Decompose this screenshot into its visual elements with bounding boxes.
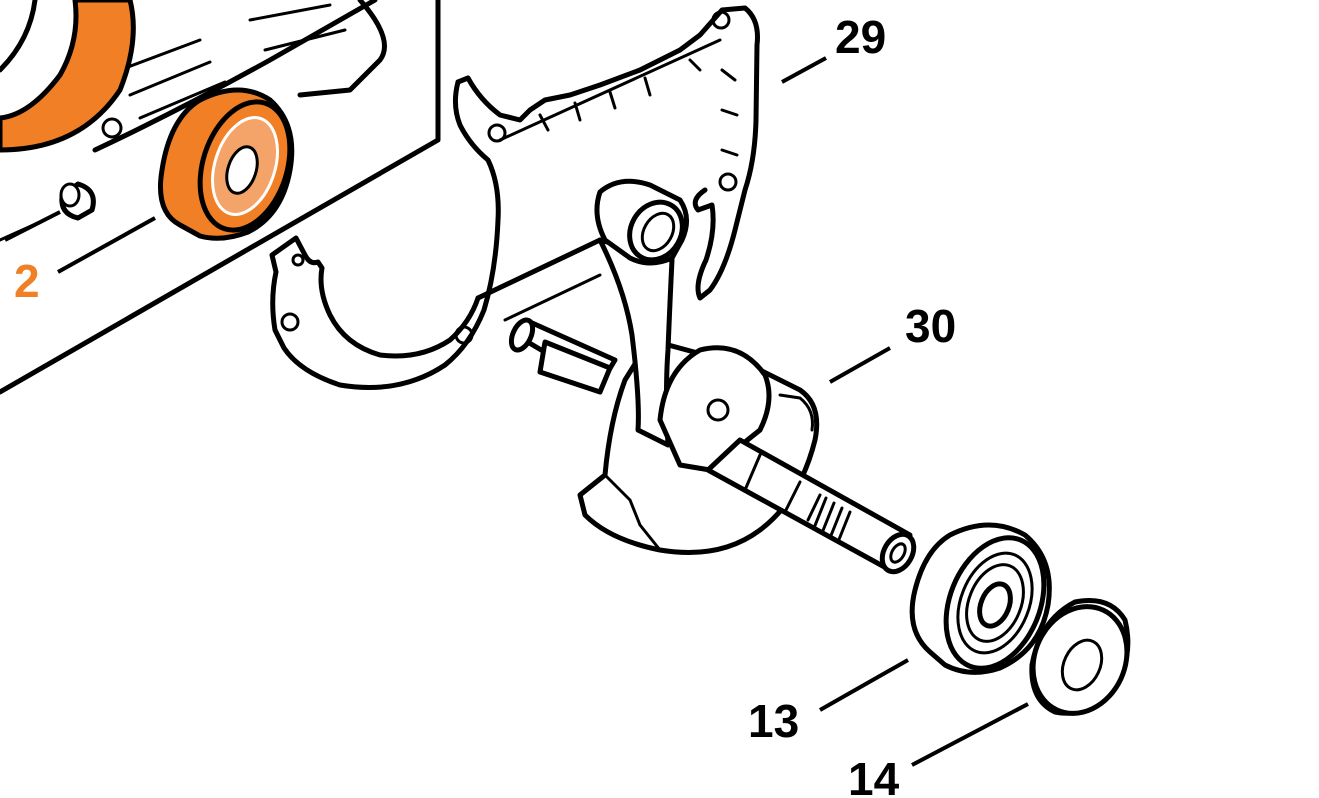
callout-13: 13 [748,695,799,747]
callout-labels: 2 29 30 13 14 [14,11,956,798]
callout-2: 2 [14,255,40,307]
part-14-washer [1029,598,1131,716]
leader-30 [829,346,891,384]
leader-2a [57,216,156,274]
crankcase-housing [0,0,441,395]
callout-14: 14 [848,753,900,798]
part-2-ball-bearing [157,87,295,241]
leader-lines [4,56,1029,767]
leader-13 [819,658,909,712]
leader-29 [781,56,827,84]
callout-30: 30 [905,300,956,352]
part-13-ball-bearing [909,522,1052,675]
leader-2b [4,210,61,242]
part-29-gasket [269,5,760,390]
housing-bearing-ring [0,0,136,153]
leader-14 [911,702,1029,767]
part-30-crankshaft [508,178,917,575]
callout-29: 29 [835,11,886,63]
dowel-pin [59,181,96,221]
